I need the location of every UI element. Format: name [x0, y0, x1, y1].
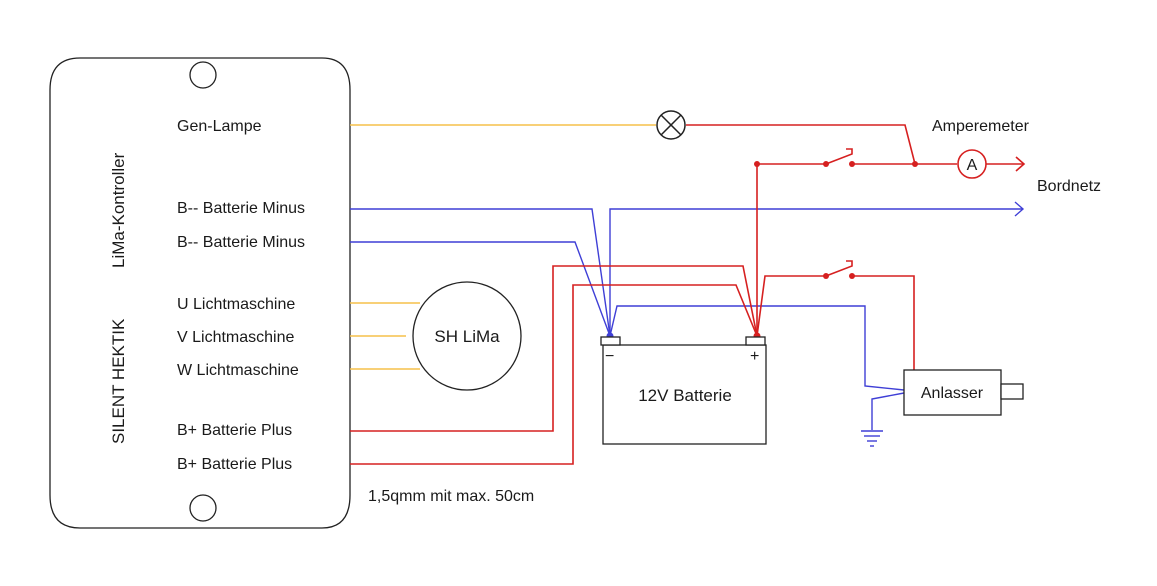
terminal-w-lichtmaschine: W Lichtmaschine — [177, 362, 299, 379]
wire-minus-1 — [350, 208, 611, 337]
battery-terminal-minus — [600, 336, 621, 346]
wire-switch2-starter — [852, 275, 915, 370]
battery-minus-sign: − — [605, 348, 614, 365]
switch-starter — [825, 260, 853, 277]
terminal-u-lichtmaschine: U Lichtmaschine — [177, 296, 295, 313]
mounting-hole-bottom — [189, 494, 217, 522]
ammeter-symbol: A — [967, 157, 978, 174]
terminal-gen-lampe: Gen-Lampe — [177, 118, 262, 135]
wire-minus-bordnetz — [609, 208, 1022, 336]
wire-battery-switch-2 — [756, 275, 826, 337]
mounting-hole-top — [189, 61, 217, 89]
wire-battery-switch-1 — [756, 163, 826, 336]
battery-plus-sign: + — [750, 348, 759, 365]
starter — [903, 369, 1002, 416]
wiring-note: 1,5qmm mit max. 50cm — [368, 488, 534, 505]
terminal-b-minus-1: B-- Batterie Minus — [177, 200, 305, 217]
ammeter-label: Amperemeter — [932, 118, 1030, 135]
wire-ground-lead — [871, 392, 905, 430]
terminal-v-lichtmaschine: V Lichtmaschine — [177, 329, 294, 346]
wire-minus-ground — [609, 305, 905, 391]
indicator-lamp — [656, 110, 686, 140]
battery-terminal-plus — [745, 336, 766, 346]
bordnetz-label: Bordnetz — [1037, 178, 1101, 195]
wire-plus-2 — [350, 284, 758, 465]
terminal-b-minus-2: B-- Batterie Minus — [177, 234, 305, 251]
terminal-b-plus-2: B+ Batterie Plus — [177, 456, 292, 473]
switch-ignition — [825, 148, 853, 165]
wire-lamp-to-ammeter — [686, 124, 916, 165]
bordnetz-minus-arrow — [1014, 201, 1025, 217]
starter-label: Anlasser — [921, 385, 984, 402]
alternator-label: SH LiMa — [434, 327, 500, 346]
alternator — [412, 281, 522, 391]
controller-brand: SILENT HEKTIK — [109, 318, 128, 444]
controller-housing — [49, 57, 351, 529]
bordnetz-plus-arrow — [1015, 156, 1026, 172]
wire-plus-1 — [350, 265, 758, 432]
battery — [602, 344, 767, 445]
terminal-b-plus-1: B+ Batterie Plus — [177, 422, 292, 439]
starter-shaft — [1000, 383, 1024, 400]
controller-model: LiMa-Kontroller — [109, 152, 128, 268]
wire-minus-2 — [350, 241, 611, 337]
ammeter — [957, 149, 987, 179]
junction-dots — [753, 161, 918, 340]
ground-symbol — [861, 430, 883, 447]
battery-label: 12V Batterie — [638, 386, 732, 405]
